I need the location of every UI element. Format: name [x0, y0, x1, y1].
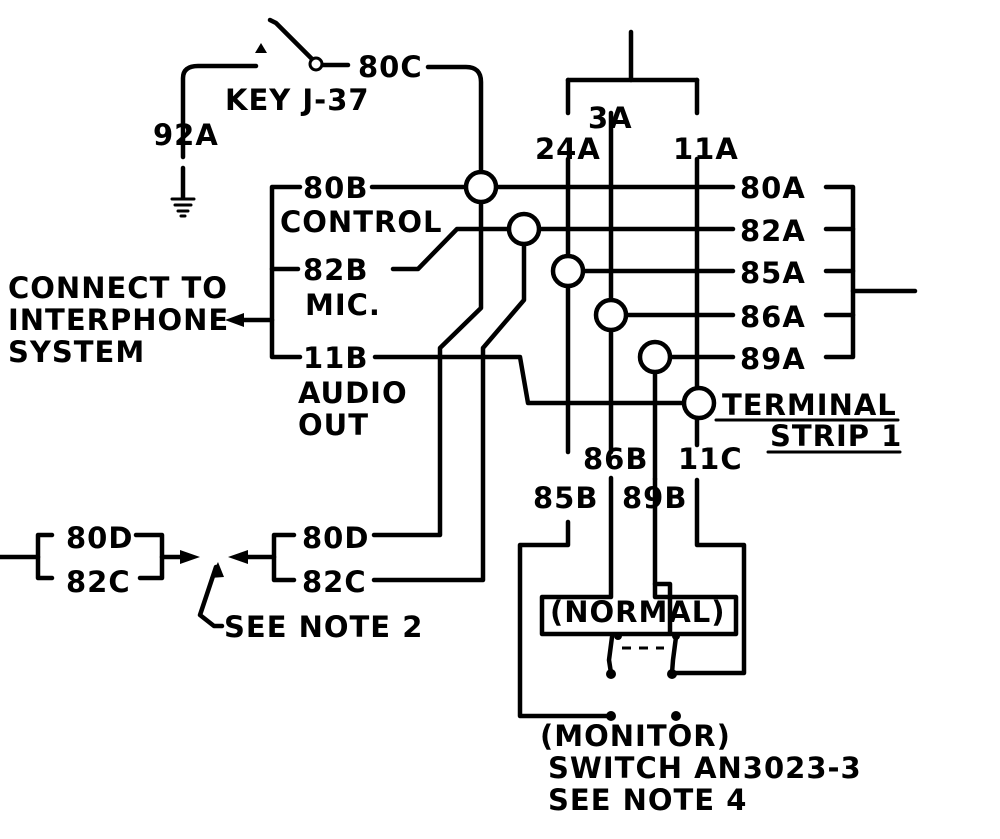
see-note-4: SEE NOTE 4: [548, 783, 747, 817]
wire-label-86b: 86B: [583, 442, 648, 476]
junction-82: [506, 211, 542, 247]
plug-connector: [0, 532, 297, 629]
junction-86: [593, 297, 629, 333]
switch-normal-label: (NORMAL): [550, 595, 726, 629]
monitor-switch: [517, 475, 747, 721]
wire-label-92a: 92A: [153, 118, 219, 152]
out-label: OUT: [298, 408, 369, 442]
right-bus: [823, 184, 918, 360]
wire-label-11b: 11B: [303, 341, 368, 375]
junction-85: [550, 253, 586, 289]
vertical-wires: [565, 110, 700, 482]
wire-label-82a: 82A: [740, 214, 806, 248]
see-note-2: SEE NOTE 2: [224, 610, 423, 644]
wire-label-80c: 80C: [358, 50, 423, 84]
mic-label: MIC.: [305, 288, 381, 322]
wire-label-86a: 86A: [740, 300, 806, 334]
switch-name-label: SWITCH AN3023-3: [548, 751, 862, 785]
wire-label-85a: 85A: [740, 256, 806, 290]
plug-right-82c: 82C: [302, 565, 367, 599]
wire-label-11a: 11A: [673, 132, 739, 166]
connect-note-line2: INTERPHONE: [8, 303, 229, 337]
wire-label-11c: 11C: [678, 442, 743, 476]
connect-note-line3: SYSTEM: [8, 335, 145, 369]
terminal-strip-label-1: TERMINAL: [722, 388, 897, 422]
connect-note-line1: CONNECT TO: [8, 271, 228, 305]
audio-label: AUDIO: [298, 376, 408, 410]
wire-label-82b: 82B: [303, 253, 368, 287]
control-label: CONTROL: [280, 205, 442, 239]
wire-label-89a: 89A: [740, 342, 806, 376]
switch-monitor-label: (MONITOR): [540, 719, 731, 753]
top-bus: [565, 29, 700, 116]
plug-right-80d: 80D: [302, 521, 369, 555]
plug-wires: [371, 200, 527, 583]
plug-left-80d: 80D: [66, 521, 133, 555]
junction-nodes: [463, 169, 717, 421]
key-j37-label: KEY J-37: [225, 83, 370, 117]
wire-label-80b: 80B: [303, 171, 368, 205]
horizontal-wires: [369, 184, 736, 406]
interphone-bus: [225, 184, 303, 360]
wire-label-85b: 85B: [533, 481, 598, 515]
terminal-strip-label-2: STRIP 1: [770, 419, 902, 453]
junction-89: [637, 339, 673, 375]
plug-left-82c: 82C: [66, 565, 131, 599]
junction-11: [681, 385, 717, 421]
wire-label-80a: 80A: [740, 171, 806, 205]
key-j37-circuit: [170, 17, 484, 218]
junction-80: [463, 169, 499, 205]
